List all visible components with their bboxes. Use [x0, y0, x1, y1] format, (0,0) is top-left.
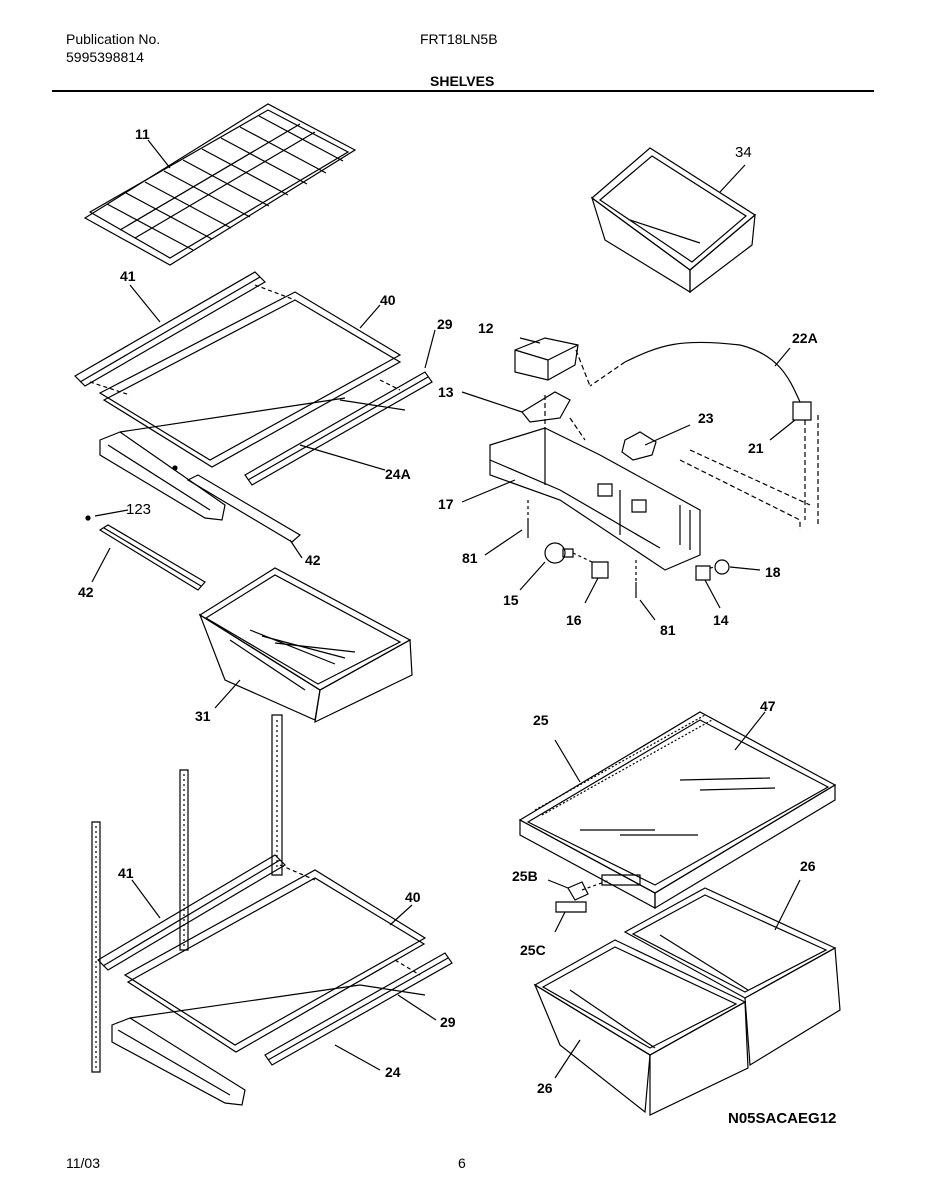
- callout-41-lower: 41: [118, 865, 134, 881]
- callout-40-lower: 40: [405, 889, 421, 905]
- callout-17: 17: [438, 496, 454, 512]
- callout-29-lower: 29: [440, 1014, 456, 1030]
- callout-13: 13: [438, 384, 454, 400]
- section-title: SHELVES: [430, 73, 495, 89]
- header-rule: [52, 90, 874, 92]
- callout-25: 25: [533, 712, 549, 728]
- page-number: 6: [458, 1155, 466, 1171]
- callout-42-right: 42: [305, 552, 321, 568]
- wire-shelf-part: [85, 104, 355, 265]
- publication-label: Publication No.: [66, 31, 161, 47]
- callout-40-upper: 40: [380, 292, 396, 308]
- callout-123: 123: [126, 501, 152, 518]
- drawer-31-part: [200, 568, 412, 722]
- footer-date: 11/03: [66, 1155, 100, 1171]
- callout-31: 31: [195, 708, 211, 724]
- lower-shelf-assembly: [92, 715, 452, 1105]
- callout-26-right: 26: [800, 858, 816, 874]
- callout-25B: 25B: [512, 868, 538, 884]
- callout-23: 23: [698, 410, 714, 426]
- callout-16: 16: [566, 612, 582, 628]
- callout-24: 24: [385, 1064, 401, 1080]
- drawers-26-part: [535, 888, 840, 1115]
- publication-number: 5995398814: [66, 49, 144, 65]
- deli-shelf-part: [520, 712, 835, 912]
- model-number: FRT18LN5B: [420, 31, 498, 47]
- callout-26-left: 26: [537, 1080, 553, 1096]
- diagram-code: N05SACAEG12: [728, 1110, 837, 1127]
- callout-41-upper: 41: [120, 268, 136, 284]
- callout-24A: 24A: [385, 466, 411, 482]
- control-housing-part: [490, 338, 818, 598]
- callout-11: 11: [135, 126, 150, 142]
- callout-81-left: 81: [462, 550, 478, 566]
- callout-42-left: 42: [78, 584, 94, 600]
- callout-14: 14: [713, 612, 729, 628]
- callout-12: 12: [478, 320, 494, 336]
- callout-25C: 25C: [520, 942, 546, 958]
- callout-29-upper: 29: [437, 316, 453, 332]
- callout-15: 15: [503, 592, 519, 608]
- callout-81-right: 81: [660, 622, 676, 638]
- callout-18: 18: [765, 564, 781, 580]
- callout-34: 34: [735, 144, 752, 161]
- callout-21: 21: [748, 440, 764, 456]
- callout-22A: 22A: [792, 330, 818, 346]
- upper-shelf-assembly: [75, 272, 432, 590]
- bin-34-part: [592, 148, 755, 292]
- callout-47: 47: [760, 698, 776, 714]
